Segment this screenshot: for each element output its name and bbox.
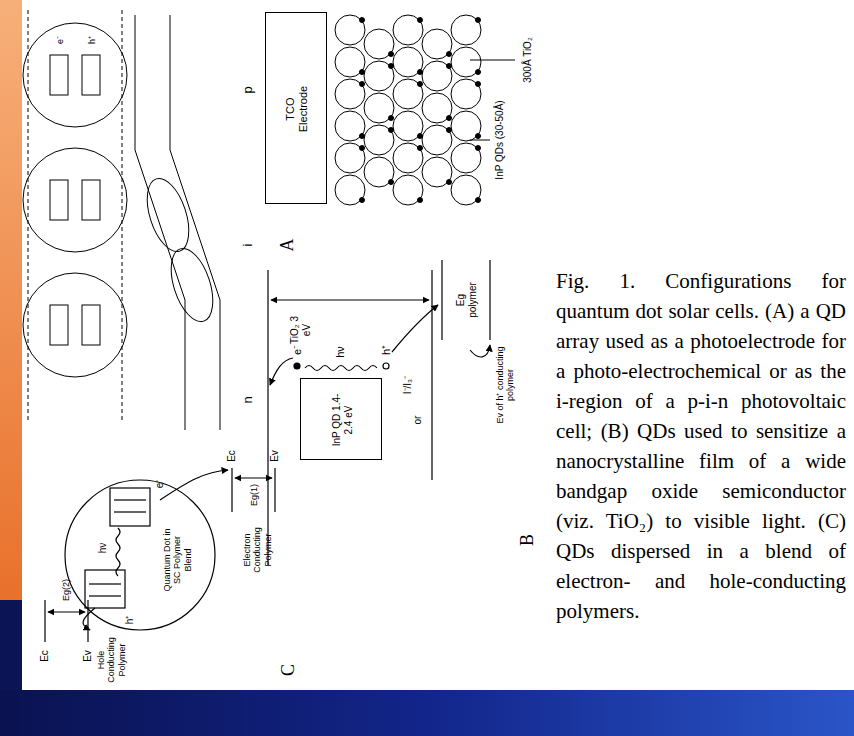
tio2-particle (364, 61, 394, 91)
tio2-particle (364, 125, 394, 155)
qd-dot (389, 52, 394, 57)
figure-label: Ev of h⁺ conducting polymer (495, 340, 516, 430)
side-bar-dark (0, 600, 22, 700)
figure-caption: Fig. 1. Configurations for quantum dot s… (556, 266, 846, 626)
qd-dot (476, 70, 481, 75)
tio2-particle (364, 157, 394, 187)
tio2-particle (335, 175, 365, 205)
qd-dot (360, 18, 365, 23)
figure-label: Eg polymer (455, 278, 478, 322)
figure-label: B (517, 534, 538, 546)
figure-label: Ev (82, 650, 94, 662)
tio2-particle (393, 111, 423, 141)
qd-dot (418, 18, 423, 23)
qd-dot (418, 198, 423, 203)
figure-label: Eg(2) (61, 579, 71, 601)
figure-label: p (241, 86, 256, 93)
tio2-particle (335, 143, 365, 173)
figure-label: Eg(1) (249, 484, 259, 506)
figure-label: I⁻/I₃⁻ (402, 376, 414, 394)
bottom-bar (0, 690, 854, 736)
qd-dot (447, 116, 452, 121)
figure-label: i (241, 244, 256, 247)
tio2-particle (422, 125, 452, 155)
figure-label: hν (97, 543, 109, 554)
figure-label: C (278, 664, 299, 676)
figure-label: e⁻ (291, 345, 304, 355)
qd-dot (476, 134, 481, 139)
tio2-particle (364, 93, 394, 123)
figure-label: TiO₂ 3 eV (289, 312, 312, 348)
qd-film (335, 15, 481, 205)
figure-label: e⁻ (55, 36, 65, 44)
figure-label: Ec (39, 650, 51, 662)
qd-dot (389, 180, 394, 185)
side-bar (0, 0, 22, 610)
tio2-particle (393, 47, 423, 77)
figure-label: e⁻ (154, 480, 166, 489)
tio2-particle (451, 79, 481, 109)
tio2-particle (451, 143, 481, 173)
qd-dot (447, 52, 452, 57)
tio2-particle (451, 47, 481, 77)
qd-dot (476, 146, 481, 151)
electrode-box: InP QD 1.4-2.4 eV (300, 378, 382, 460)
qd-dot (418, 82, 423, 87)
qd-dot (389, 116, 394, 121)
panel-b-leaders (470, 60, 515, 140)
figure-label: hν (334, 346, 347, 358)
panel-a (23, 10, 221, 430)
tio2-particle (422, 93, 452, 123)
figure-label: InP QDs (30-50Å) (494, 100, 506, 179)
tio2-particle (393, 15, 423, 45)
electrode-box: TCO Electrode (265, 12, 327, 204)
figure-label: h⁺ (87, 36, 97, 44)
tio2-particle (393, 143, 423, 173)
tio2-particle (451, 111, 481, 141)
tio2-particle (451, 175, 481, 205)
qd-dot (360, 82, 365, 87)
qd-dot (447, 180, 452, 185)
tio2-particle (335, 15, 365, 45)
tio2-particle (422, 61, 452, 91)
panel-c (45, 468, 275, 642)
figure-label: A (277, 239, 298, 252)
figure-label: Quantum Dot in SC Polymer Blend (162, 525, 193, 595)
figure-label: Electron Conducting Polymer (242, 519, 273, 581)
qd-dot (476, 198, 481, 203)
panel-b-bands (268, 260, 490, 565)
tio2-particle (335, 79, 365, 109)
tio2-particle (335, 47, 365, 77)
tio2-particle (364, 29, 394, 59)
figure-label: InP QD 1.4-2.4 eV (331, 389, 354, 451)
quantum-dot-circle: Quantum Dot in SC Polymer Blend (65, 480, 215, 630)
tio2-particle (393, 175, 423, 205)
figure-label: Hole Conducting Polymer (96, 632, 127, 688)
qd-dot (360, 146, 365, 151)
figure-label: TCO Electrode (284, 84, 309, 134)
tio2-particle (451, 15, 481, 45)
figure-label: 300Å TiO₂ (522, 37, 534, 83)
figure-label: Ec (226, 450, 238, 462)
tio2-particle (422, 157, 452, 187)
qd-dot (476, 82, 481, 87)
qd-dot (418, 146, 423, 151)
tio2-particle (422, 29, 452, 59)
tio2-particle (335, 111, 365, 141)
figure-label: or (412, 416, 424, 425)
figure-label: Ev (269, 450, 281, 462)
figure-label: h⁺ (124, 616, 136, 625)
qd-dot (476, 18, 481, 23)
figure-label: n (241, 396, 256, 403)
qd-dot (360, 198, 365, 203)
tio2-particle (393, 79, 423, 109)
figure-label: h⁺ (380, 345, 393, 355)
